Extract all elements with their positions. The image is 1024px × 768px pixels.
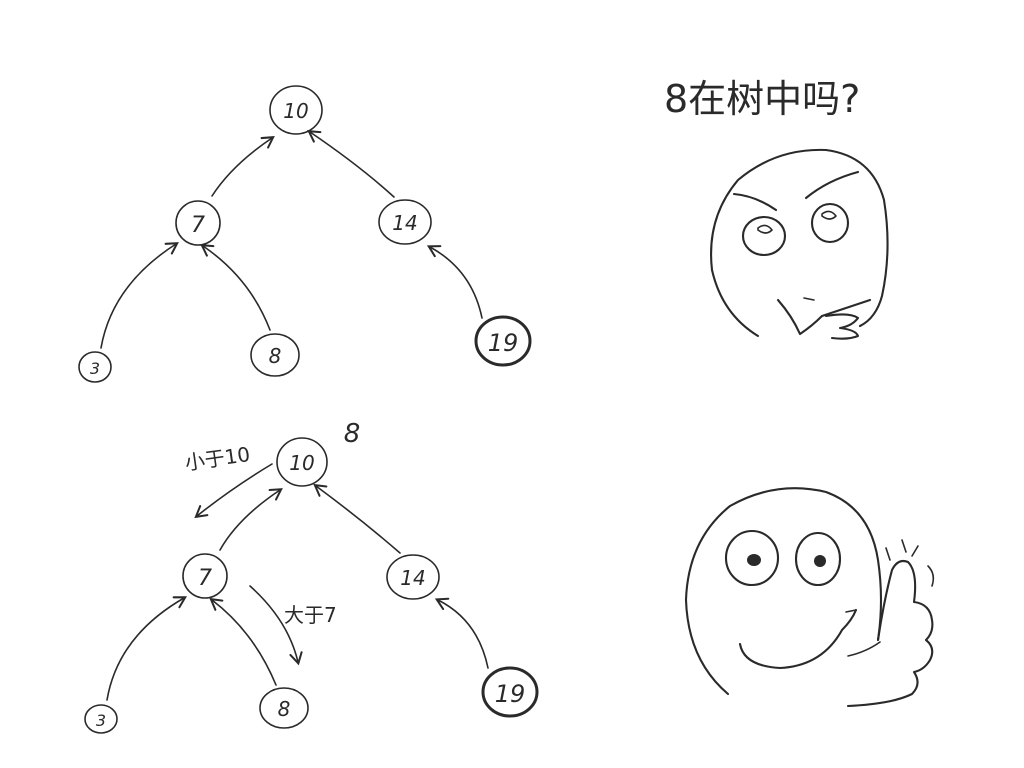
search-arrow-down: [249, 585, 303, 666]
tree-node-8: 8: [259, 687, 309, 729]
smiling-thumbs-up-face-icon: [684, 487, 935, 708]
tree-node-8: 8: [250, 333, 300, 377]
tree-node-19: 19: [474, 315, 532, 367]
tree-node-10: 10: [269, 85, 323, 135]
svg-text:7: 7: [198, 566, 212, 591]
svg-text:10: 10: [289, 451, 314, 475]
annotation-greater-than-7: 大于7: [284, 603, 337, 627]
tree-node-7: 7: [175, 200, 221, 246]
edge-8-to-7: [200, 244, 271, 331]
edge-19-to-14: [426, 245, 483, 319]
tree-node-19: 19: [481, 666, 539, 718]
bottom-tree: 小于10 大于7 8 10 7 14 3 8 19: [84, 419, 539, 734]
svg-text:7: 7: [191, 213, 205, 238]
svg-text:19: 19: [495, 680, 526, 708]
svg-text:14: 14: [392, 211, 417, 235]
edge-7-to-10: [211, 136, 275, 197]
svg-text:10: 10: [283, 99, 308, 123]
edge-3-to-7: [100, 242, 179, 349]
svg-text:3: 3: [90, 359, 100, 378]
svg-text:19: 19: [488, 329, 519, 357]
search-arrow-left: [194, 463, 273, 519]
edge-8-to-7: [209, 597, 277, 686]
edge-19-to-14: [434, 597, 489, 669]
edge-14-to-10: [313, 483, 401, 554]
svg-text:14: 14: [400, 566, 425, 590]
thinking-face-icon: [710, 148, 889, 340]
tree-node-14: 14: [378, 199, 432, 245]
annotation-less-than-10: 小于10: [183, 442, 251, 475]
svg-text:3: 3: [96, 711, 106, 730]
edge-7-to-10: [219, 488, 283, 551]
question-text: 8在树中吗?: [664, 77, 860, 121]
tree-node-7: 7: [182, 553, 228, 599]
tree-node-14: 14: [386, 554, 440, 600]
tree-node-10: 10: [276, 437, 328, 487]
svg-text:8: 8: [269, 344, 282, 368]
top-tree: 10 7 14 3 8 19: [78, 85, 532, 383]
edge-14-to-10: [307, 130, 395, 198]
svg-text:8: 8: [278, 697, 291, 721]
tree-node-3: 3: [78, 351, 112, 383]
tree-node-3: 3: [84, 704, 118, 734]
edge-3-to-7: [106, 596, 188, 701]
search-target-label: 8: [344, 419, 361, 449]
